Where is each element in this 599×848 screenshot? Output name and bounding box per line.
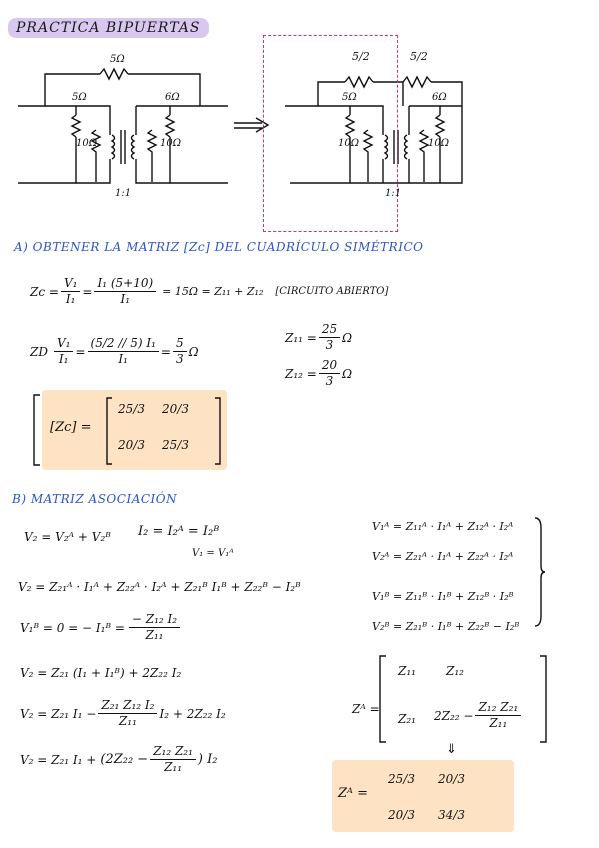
sys-eq2: V₂ᴬ = Z₂₁ᴬ · I₁ᴬ + Z₂₂ᴬ · I₂ᴬ [372,550,514,563]
b-line6-a: V₂ = Z₂₁ I₁ + [20,752,97,767]
sys-eq4: V₂ᴮ = Z₂₁ᴮ · I₁ᴮ + Z₂₂ᴮ − I₂ᴮ [372,620,520,633]
eq2-f2-num: (5/2 // 5) I₁ [87,336,159,352]
b-line3-num: − Z₁₂ I₂ [128,612,181,628]
b-line1: V₂ = V₂ᴬ + V₂ᴮ [24,530,111,544]
b-line6-c: ) I₂ [197,752,218,767]
zc-highlight [42,390,227,470]
za-m12: Z₁₂ [446,664,464,678]
eq2-f3-num: 5 [172,336,187,352]
left-coil [110,134,116,160]
zc-m22: 25/3 [162,438,189,452]
z12-lhs: Z₁₂ = [285,366,317,381]
za-highlight [332,760,514,832]
eq1-f2-den: I₁ [120,292,131,306]
eq1-rhs: = 15Ω = Z₁₁ + Z₁₂ [162,285,264,298]
b-line1c: V₁ = V₁ᴬ [192,548,234,559]
right-r-right-top: 6Ω [432,92,447,103]
z11-lhs: Z₁₁ = [285,330,317,345]
zc-m21: 20/3 [118,438,145,452]
za-final-m12: 20/3 [438,772,465,786]
right-r-top1: 5/2 [352,50,370,63]
za-m22-a: 2Z₂₂ − [434,708,474,723]
left-shunt-resistor [90,129,102,182]
b-line2: V₂ = Z₂₁ᴬ · I₁ᴬ + Z₂₂ᴬ · I₂ᴬ + Z₂₁ᴮ I₁ᴮ … [18,580,301,594]
za-m22-num: Z₁₂ Z₂₁ [475,700,522,716]
eq2-equals: = [160,344,171,359]
b-line6-num: Z₁₂ Z₂₁ [150,744,196,760]
sys-eq3: V₁ᴮ = Z₁₁ᴮ · I₁ᴮ + Z₁₂ᴮ · I₂ᴮ [372,590,514,603]
za-m21: Z₂₁ [398,712,416,726]
eq1-f1-num: V₁ [60,276,81,292]
eq2-unit: Ω [188,344,199,359]
zc-m11: 25/3 [118,402,145,416]
b-line5-num: Z₂₁ Z₁₂ I₂ [98,698,158,714]
page-title: PRACTICA BIPUERTAS [8,18,209,38]
symmetric-quadripole-box [263,35,398,232]
arrow-down-icon: ⇓ [446,742,457,757]
za-final-m22: 34/3 [438,808,465,822]
zc-label: [Zc] = [50,420,92,435]
z12-num: 20 [318,358,341,374]
b-line3-lhs: V₁ᴮ = 0 = − I₁ᴮ = [20,620,125,635]
right-r-top2: 5/2 [410,50,428,63]
b-line5-b: I₂ + 2Z₂₂ I₂ [159,706,226,721]
za-final-matrix: 25/3 20/3 20/3 34/3 [388,772,488,822]
za-label: Zᴬ = [352,702,380,716]
b-line4: V₂ = Z₂₁ (I₁ + I₁ᴮ) + 2Z₂₂ I₂ [20,666,182,680]
z11-unit: Ω [342,330,353,345]
zc-m12: 20/3 [162,402,189,416]
z11-num: 25 [318,322,341,338]
transform-arrow [234,117,270,133]
b-line6-b: (2Z₂₂ − [100,752,149,767]
system-brace [534,517,546,627]
z12-den: 3 [325,374,334,388]
b-line6-den: Z₁₁ [164,760,183,774]
eq1-lhs: Zc = [30,284,59,299]
eq2-f1-den: I₁ [58,352,69,366]
b-line5-den: Z₁₁ [118,714,137,728]
za-final-m11: 25/3 [388,772,415,786]
b-line1b: I₂ = I₂ᴬ = I₂ᴮ [138,524,220,539]
eq1-f1-den: I₁ [65,292,76,306]
section-a-heading: A) OBTENER LA MATRIZ [Zc] DEL CUADRÍCULO… [14,240,424,254]
left-r-left-top: 5Ω [72,92,87,103]
za-m11: Z₁₁ [398,664,416,678]
b-line5-a: V₂ = Z₂₁ I₁ − [20,706,97,721]
eq1-note: [CIRCUITO ABIERTO] [275,286,389,297]
right-ratio: 1:1 [385,188,402,199]
right-r-right-shunt: 10Ω [428,138,450,149]
left-r-top: 5Ω [110,54,125,65]
zc-matrix: 25/3 20/3 20/3 25/3 [118,402,206,452]
right-r-left-shunt: 10Ω [338,138,360,149]
b-line3-den: Z₁₁ [145,628,164,642]
left-r-left-shunt: 10Ω [76,138,98,149]
right-r-left-top: 5Ω [342,92,357,103]
za-m22-den: Z₁₁ [489,716,508,730]
za-final-m21: 20/3 [388,808,415,822]
left-r-right-top: 6Ω [165,92,180,103]
eq2-f1-num: V₁ [53,336,74,352]
eq2-f3-den: 3 [175,352,184,366]
sys-eq1: V₁ᴬ = Z₁₁ᴬ · I₁ᴬ + Z₁₂ᴬ · I₂ᴬ [372,520,514,533]
z11-den: 3 [325,338,334,352]
left-r-right-shunt: 10Ω [160,138,182,149]
left-ratio: 1:1 [115,188,132,199]
section-b-heading: B) MATRIZ ASOCIACIÓN [12,492,178,506]
eq1-f2-num: I₁ (5+10) [94,276,157,292]
left-circuit-top-wire [18,73,100,107]
eq2-f2-den: I₁ [118,352,128,366]
za-final-label: Zᴬ = [338,786,368,801]
z12-unit: Ω [342,366,353,381]
left-circuit-top-resistor [99,67,129,81]
eq2-lhs: ZD [30,344,48,359]
